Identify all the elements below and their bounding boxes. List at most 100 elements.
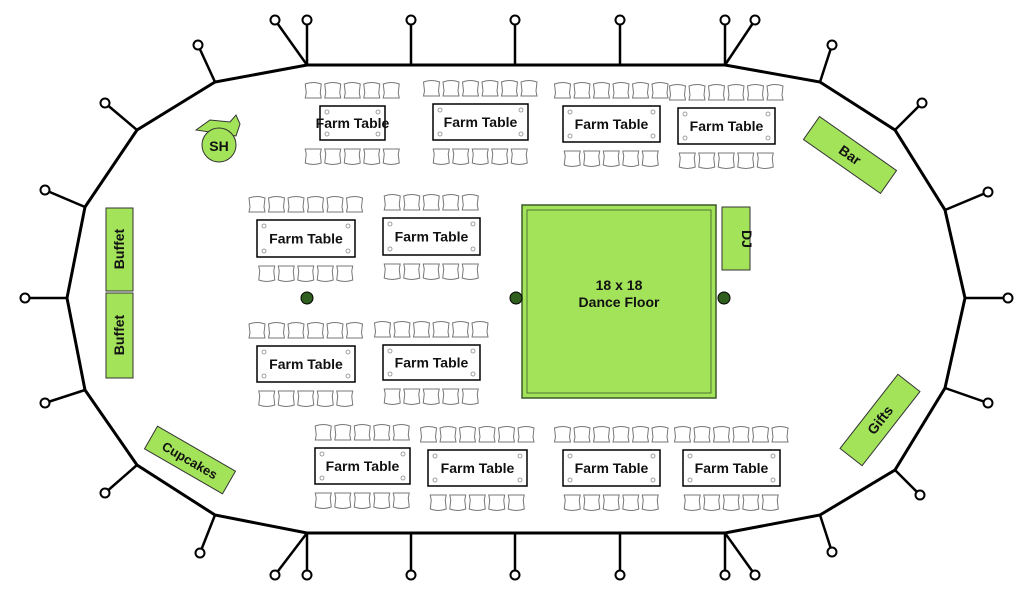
chair-icon[interactable] <box>383 388 401 405</box>
chair-icon[interactable] <box>631 426 650 443</box>
chair-icon[interactable] <box>461 194 479 211</box>
chair-icon[interactable] <box>277 390 295 407</box>
chair-icon[interactable] <box>478 426 496 443</box>
farm-table-group[interactable]: Farm Table <box>304 82 400 165</box>
chair-icon[interactable] <box>592 82 611 99</box>
chair-icon[interactable] <box>304 82 322 99</box>
farm-table-group[interactable]: Farm Table <box>553 82 669 167</box>
chair-icon[interactable] <box>563 494 581 511</box>
chair-icon[interactable] <box>573 82 591 99</box>
chair-icon[interactable] <box>622 494 640 511</box>
farm-table[interactable] <box>382 217 481 256</box>
chair-icon[interactable] <box>314 424 332 441</box>
chair-icon[interactable] <box>712 426 731 443</box>
chair-icon[interactable] <box>304 148 322 165</box>
chair-icon[interactable] <box>631 82 650 99</box>
farm-table[interactable] <box>382 344 481 381</box>
farm-table[interactable] <box>314 447 411 485</box>
chair-icon[interactable] <box>461 388 479 405</box>
chair-icon[interactable] <box>727 84 745 101</box>
chair-icon[interactable] <box>373 321 392 338</box>
chair-icon[interactable] <box>563 150 581 167</box>
chair-icon[interactable] <box>432 321 450 338</box>
chair-icon[interactable] <box>287 322 305 339</box>
chair-icon[interactable] <box>746 84 765 101</box>
chair-icon[interactable] <box>737 152 755 169</box>
chair-icon[interactable] <box>432 148 450 165</box>
chair-icon[interactable] <box>267 322 286 339</box>
chair-icon[interactable] <box>382 148 400 165</box>
chair-icon[interactable] <box>693 426 711 443</box>
chair-icon[interactable] <box>481 80 499 97</box>
farm-table-group[interactable]: Farm Table <box>382 194 481 280</box>
chair-icon[interactable] <box>707 84 726 101</box>
chair-icon[interactable] <box>422 194 440 211</box>
chair-icon[interactable] <box>449 494 467 511</box>
cupcakes-station[interactable]: Cupcakes <box>143 425 237 495</box>
chair-icon[interactable] <box>668 84 687 101</box>
chair-icon[interactable] <box>412 321 431 338</box>
chair-icon[interactable] <box>383 194 401 211</box>
chair-icon[interactable] <box>651 426 669 443</box>
chair-icon[interactable] <box>491 148 509 165</box>
chair-icon[interactable] <box>722 494 740 511</box>
chair-icon[interactable] <box>343 82 361 99</box>
chair-icon[interactable] <box>306 196 325 213</box>
farm-table[interactable] <box>432 103 529 141</box>
chair-icon[interactable] <box>314 492 332 509</box>
chair-icon[interactable] <box>442 80 460 97</box>
chair-icon[interactable] <box>471 321 489 338</box>
chair-icon[interactable] <box>419 426 438 443</box>
chair-icon[interactable] <box>612 82 630 99</box>
chair-icon[interactable] <box>403 194 421 211</box>
chair-icon[interactable] <box>392 424 410 441</box>
chair-icon[interactable] <box>602 494 620 511</box>
chair-icon[interactable] <box>751 426 770 443</box>
chair-icon[interactable] <box>442 388 460 405</box>
chair-icon[interactable] <box>306 322 325 339</box>
buffet-station-1[interactable]: Buffet <box>105 207 134 292</box>
chair-icon[interactable] <box>334 424 352 441</box>
chair-icon[interactable] <box>756 152 774 169</box>
farm-table[interactable] <box>427 449 528 487</box>
chair-icon[interactable] <box>324 82 342 99</box>
chair-icon[interactable] <box>439 426 457 443</box>
farm-table-group[interactable]: Farm Table <box>248 196 364 282</box>
chair-icon[interactable] <box>316 265 334 282</box>
dance-floor[interactable]: 18 x 18 Dance Floor <box>521 204 717 399</box>
chair-icon[interactable] <box>393 321 411 338</box>
chair-icon[interactable] <box>510 148 528 165</box>
chair-icon[interactable] <box>553 82 572 99</box>
chair-icon[interactable] <box>422 263 440 280</box>
chair-icon[interactable] <box>336 390 354 407</box>
chair-icon[interactable] <box>353 492 371 509</box>
chair-icon[interactable] <box>324 148 342 165</box>
farm-table-group[interactable]: Farm Table <box>419 426 535 511</box>
chair-icon[interactable] <box>622 150 640 167</box>
farm-table-group[interactable]: Farm Table <box>248 322 364 407</box>
chair-icon[interactable] <box>248 196 266 213</box>
chair-icon[interactable] <box>553 426 572 443</box>
chair-icon[interactable] <box>520 80 538 97</box>
chair-icon[interactable] <box>326 322 344 339</box>
farm-table[interactable] <box>562 449 661 487</box>
chair-icon[interactable] <box>717 152 735 169</box>
chair-icon[interactable] <box>583 494 601 511</box>
chair-icon[interactable] <box>452 148 470 165</box>
chair-icon[interactable] <box>497 426 516 443</box>
farm-table[interactable] <box>319 105 386 141</box>
farm-table-group[interactable]: Farm Table <box>422 80 538 165</box>
chair-icon[interactable] <box>258 265 276 282</box>
chair-icon[interactable] <box>732 426 750 443</box>
dj-booth[interactable]: DJ <box>721 206 755 271</box>
chair-icon[interactable] <box>373 424 391 441</box>
farm-table[interactable] <box>256 219 356 258</box>
chair-icon[interactable] <box>343 148 361 165</box>
chair-icon[interactable] <box>461 80 480 97</box>
chair-icon[interactable] <box>612 426 630 443</box>
chair-icon[interactable] <box>345 322 364 339</box>
chair-icon[interactable] <box>488 494 506 511</box>
chair-icon[interactable] <box>336 265 354 282</box>
chair-icon[interactable] <box>363 82 381 99</box>
chair-icon[interactable] <box>688 84 706 101</box>
